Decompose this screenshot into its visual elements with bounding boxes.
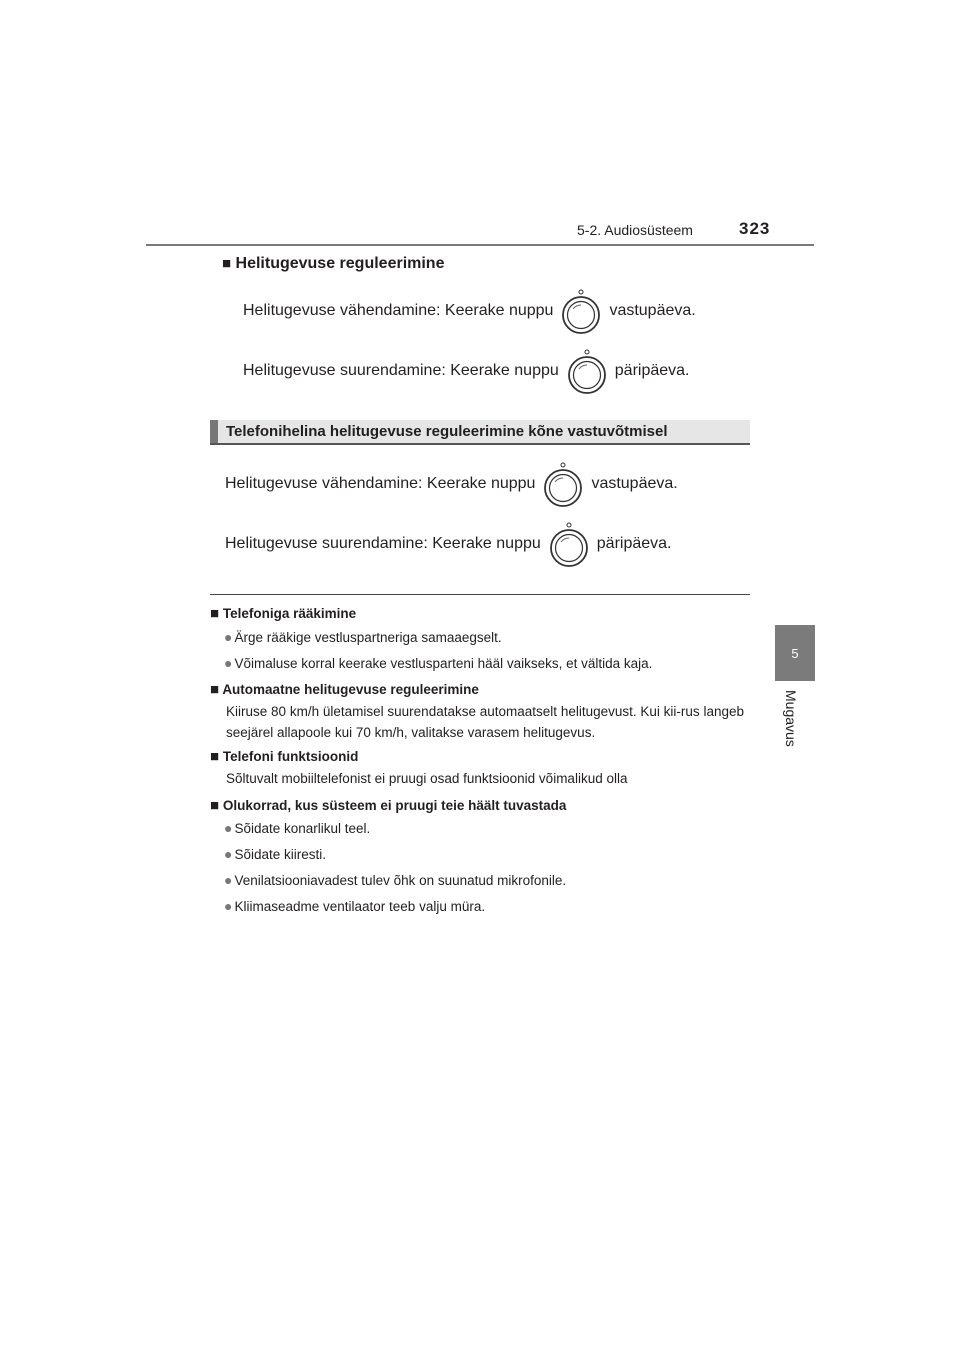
- section2-title: Telefonihelina helitugevuse reguleerimin…: [226, 423, 668, 440]
- section2-line1: Helitugevuse vähendamine: Keerake nuppu …: [225, 460, 678, 508]
- heading-square-icon: ■: [210, 748, 220, 765]
- bullet-text: Ärge rääkige vestluspartneriga samaaegse…: [234, 630, 502, 645]
- note4-bullet3: ●Venilatsiooniavadest tulev õhk on suuna…: [224, 872, 566, 888]
- bullet-icon: ●: [224, 846, 233, 862]
- volume-knob-icon: [567, 347, 607, 395]
- bullet-text: Venilatsiooniavadest tulev õhk on suunat…: [234, 873, 567, 888]
- line-text-after: päripäeva.: [614, 362, 690, 379]
- bullet-icon: ●: [224, 629, 233, 645]
- line-text-before: Helitugevuse suurendamine: Keerake nuppu: [225, 535, 541, 552]
- note1-bullet2: ●Võimaluse korral keerake vestlusparteni…: [224, 655, 652, 671]
- note3-text: Sõltuvalt mobiiltelefonist ei pruugi osa…: [226, 771, 628, 786]
- bullet-icon: ●: [224, 820, 233, 836]
- header-divider: [146, 244, 814, 246]
- line-text-after: vastupäeva.: [591, 475, 678, 492]
- line-text-after: päripäeva.: [596, 535, 672, 552]
- note2-text: Kiiruse 80 km/h ületamisel suurendatakse…: [226, 704, 744, 740]
- bullet-icon: ●: [224, 872, 233, 888]
- chapter-title: Mugavus: [783, 690, 799, 747]
- bar-accent: [210, 420, 218, 443]
- section1-title: Helitugevuse reguleerimine: [235, 255, 445, 272]
- bullet-text: Kliimaseadme ventilaator teeb valju müra…: [234, 899, 486, 914]
- notes-divider: [210, 594, 750, 595]
- note3-title: Telefoni funktsioonid: [222, 749, 359, 764]
- volume-knob-icon: [549, 520, 589, 568]
- heading-square-icon: ■: [210, 605, 220, 622]
- note4-title: Olukorrad, kus süsteem ei pruugi teie hä…: [222, 798, 567, 813]
- heading-square-icon: ■: [210, 797, 220, 814]
- note4-bullet1: ●Sõidate konarlikul teel.: [224, 820, 370, 836]
- bullet-text: Sõidate konarlikul teel.: [234, 821, 371, 836]
- heading-square-icon: ■: [222, 255, 232, 272]
- section1-line1: Helitugevuse vähendamine: Keerake nuppu …: [243, 287, 696, 335]
- volume-knob-icon: [561, 287, 601, 335]
- note4-heading: ■ Olukorrad, kus süsteem ei pruugi teie …: [210, 797, 566, 814]
- bullet-text: Võimaluse korral keerake vestlusparteni …: [234, 656, 653, 671]
- note1-heading: ■ Telefoniga rääkimine: [210, 605, 356, 622]
- bullet-icon: ●: [224, 898, 233, 914]
- note2-title: Automaatne helitugevuse reguleerimine: [222, 682, 479, 697]
- bullet-icon: ●: [224, 655, 233, 671]
- line-text-before: Helitugevuse suurendamine: Keerake nuppu: [243, 362, 559, 379]
- chapter-number: 5: [791, 645, 799, 661]
- section2-line2: Helitugevuse suurendamine: Keerake nuppu…: [225, 520, 671, 568]
- section1-line2: Helitugevuse suurendamine: Keerake nuppu…: [243, 347, 689, 395]
- chapter-tab: 5: [775, 625, 815, 681]
- line-text-before: Helitugevuse vähendamine: Keerake nuppu: [243, 302, 554, 319]
- section2-heading-bar: Telefonihelina helitugevuse reguleerimin…: [210, 420, 750, 445]
- heading-square-icon: ■: [210, 681, 220, 698]
- note1-title: Telefoniga rääkimine: [222, 606, 357, 621]
- note2-heading: ■ Automaatne helitugevuse reguleerimine: [210, 681, 479, 698]
- note4-bullet4: ●Kliimaseadme ventilaator teeb valju mür…: [224, 898, 485, 914]
- page-number: 323: [739, 219, 771, 238]
- header-section-title: 5-2. Audiosüsteem: [577, 222, 693, 238]
- note1-bullet1: ●Ärge rääkige vestluspartneriga samaaegs…: [224, 629, 502, 645]
- note4-bullet2: ●Sõidate kiiresti.: [224, 846, 326, 862]
- note3-heading: ■ Telefoni funktsioonid: [210, 748, 358, 765]
- volume-knob-icon: [543, 460, 583, 508]
- line-text-after: vastupäeva.: [609, 302, 696, 319]
- line-text-before: Helitugevuse vähendamine: Keerake nuppu: [225, 475, 536, 492]
- section1-heading: ■ Helitugevuse reguleerimine: [222, 255, 444, 273]
- bullet-text: Sõidate kiiresti.: [234, 847, 327, 862]
